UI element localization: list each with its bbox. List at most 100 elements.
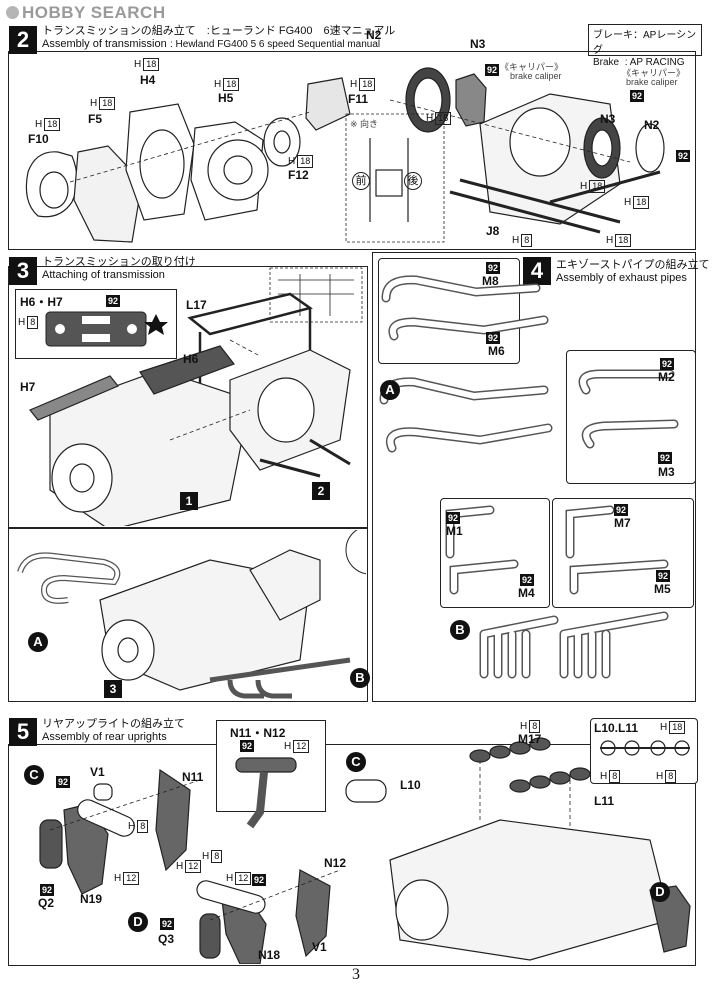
size-value: 8 xyxy=(27,316,39,329)
logo-text: HOBBY SEARCH xyxy=(22,3,166,22)
size-value: 8 xyxy=(521,234,533,247)
size-prefix: H xyxy=(35,119,43,130)
marker-C-left: C xyxy=(24,765,44,785)
part-H6: H6 xyxy=(183,352,199,366)
size-prefix: H xyxy=(600,771,608,782)
paint-92-m2: 92 xyxy=(660,358,675,370)
step-3-marker-1: 1 xyxy=(180,492,198,510)
step-4-number: 4 xyxy=(523,257,551,285)
hobby-search-logo: HOBBY SEARCH xyxy=(6,3,166,23)
size-prefix: H xyxy=(580,181,588,192)
size-prefix: H xyxy=(90,98,98,109)
caliper-en-2: brake caliper xyxy=(626,77,678,87)
step-3-title-jp: トランスミッションの取り付け xyxy=(42,256,196,268)
size-prefix: H xyxy=(226,873,234,884)
part-N2-right: N2 xyxy=(644,118,660,132)
size-prefix: H xyxy=(114,873,122,884)
paint-92-m6: 92 xyxy=(486,332,501,344)
step-4-exhaust-drawing xyxy=(379,275,679,679)
size-prefix: H xyxy=(202,851,210,862)
part-V1-top: V1 xyxy=(90,765,105,779)
part-N11N12: N11・N12 xyxy=(230,726,286,740)
size-value: 18 xyxy=(669,721,686,734)
step-5-upright-drawing xyxy=(39,737,691,964)
rear-marker: 後 xyxy=(404,172,422,190)
part-N18: N18 xyxy=(258,948,281,962)
part-F11: F11 xyxy=(348,92,369,106)
step-5-title-jp: リヤアップライトの組み立て xyxy=(42,718,185,730)
size-prefix: H xyxy=(134,59,142,70)
step-2-title-en: Assembly of transmission xyxy=(42,38,167,50)
size-value: 18 xyxy=(99,97,116,110)
size-value: 18 xyxy=(44,118,61,131)
size-value: 18 xyxy=(359,78,376,91)
brake-en-value: : AP RACING xyxy=(624,57,685,68)
step-3-marker-3: 3 xyxy=(104,680,122,698)
paint-92-m8: 92 xyxy=(486,262,501,274)
m8-m6-inset xyxy=(378,258,520,364)
brake-en-row: Brake : AP RACING xyxy=(589,57,701,68)
step-4-title-jp: エキゾーストパイプの組み立て xyxy=(556,259,710,271)
size-value: 8 xyxy=(137,820,149,833)
size-value: 12 xyxy=(185,860,202,873)
size-prefix: H xyxy=(660,722,668,733)
size-prefix: H xyxy=(624,197,632,208)
part-L10L11: L10.L11 xyxy=(594,721,639,735)
part-H7: H7 xyxy=(20,380,36,394)
size-value: 18 xyxy=(143,58,160,71)
paint-92-m3: 92 xyxy=(658,452,673,464)
marker-D-right: D xyxy=(650,882,670,902)
step-2-subtitle: : Hewland FG400 5 6 speed Sequential man… xyxy=(170,39,381,50)
size-value: 8 xyxy=(665,770,677,783)
paint-92-m5: 92 xyxy=(656,570,671,582)
size-value: 18 xyxy=(297,155,314,168)
part-L10: L10 xyxy=(400,778,421,792)
step-2-transmission-drawing xyxy=(25,67,665,243)
page-number: 3 xyxy=(352,966,360,983)
caliper-jp-2: 《キャリパー》 xyxy=(622,68,686,78)
size-prefix: H xyxy=(284,741,292,752)
part-M8: M8 xyxy=(482,274,499,288)
paint-92-h6h7: 92 xyxy=(106,295,121,307)
step-3-engine-drawing xyxy=(29,267,363,526)
step-5-number: 5 xyxy=(9,718,37,746)
logo-circle-icon xyxy=(6,6,19,19)
size-prefix: H xyxy=(512,235,520,246)
step-3-marker-2: 2 xyxy=(312,482,330,500)
marker-B-step3: B xyxy=(350,668,370,688)
size-prefix: H xyxy=(18,317,26,328)
h6-h7-cover-drawing xyxy=(45,311,168,347)
size-value: 18 xyxy=(589,180,606,193)
part-M5: M5 xyxy=(654,582,671,596)
part-M1: M1 xyxy=(446,524,463,538)
part-M3: M3 xyxy=(658,465,675,479)
front-marker: 前 xyxy=(352,172,370,190)
step-2-number: 2 xyxy=(9,26,37,54)
part-H6H7: H6・H7 xyxy=(20,295,63,309)
size-prefix: H xyxy=(656,771,664,782)
part-H5: H5 xyxy=(218,91,234,105)
marker-A-step3: A xyxy=(28,632,48,652)
size-prefix: H xyxy=(128,821,136,832)
part-N3-left: N3 xyxy=(470,37,486,51)
part-N3-right: N3 xyxy=(600,112,616,126)
size-prefix: H xyxy=(350,79,358,90)
part-N11: N11 xyxy=(182,770,204,784)
part-H4: H4 xyxy=(140,73,156,87)
size-value: 18 xyxy=(223,78,240,91)
part-N2-left: N2 xyxy=(366,28,382,42)
size-prefix: H xyxy=(176,861,184,872)
